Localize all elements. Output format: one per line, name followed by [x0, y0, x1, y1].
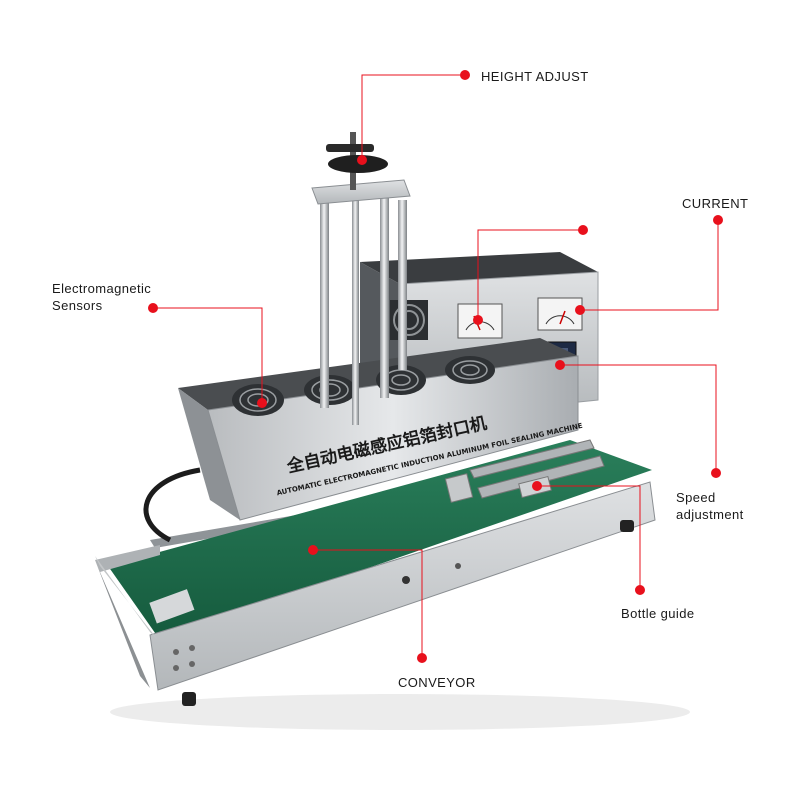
height-adjust-assembly: [311, 132, 411, 425]
foot: [182, 692, 196, 706]
voltage-meter: [537, 297, 583, 331]
speed-adjustment-label: Speed adjustment: [676, 489, 744, 523]
induction-head: 全自动电磁感应铝箔封口机 AUTOMATIC ELECTROMAGNETIC I…: [178, 338, 584, 521]
top-plate: [311, 179, 411, 205]
bottle-guide-label: Bottle guide: [621, 606, 695, 621]
callout-lines: [153, 74, 719, 658]
electromagnetic-sensors-label: Electromagnetic Sensors: [52, 280, 151, 314]
fan-icon: [304, 375, 356, 405]
current-label: CURRENT: [682, 196, 749, 211]
adjust-handle: [326, 144, 374, 152]
foot: [620, 520, 634, 532]
callout-dots: [148, 70, 723, 663]
height-adjust-label: HEIGHT ADJUST: [481, 69, 589, 84]
rear-fan-icon: [390, 300, 428, 340]
conveyor-frame: [95, 481, 656, 706]
frame-screw: [402, 576, 410, 584]
lead-screw: [352, 195, 359, 425]
conveyor-label: CONVEYOR: [398, 675, 476, 690]
frame-screw: [455, 563, 461, 569]
floor-shadow: [110, 694, 690, 730]
electromagnetic-sensors-line1: Electromagnetic: [52, 281, 152, 296]
handwheel-knob: [328, 155, 388, 173]
electromagnetic-sensors-line2: Sensors: [52, 298, 103, 313]
speed-adjustment-line2: adjustment: [676, 507, 744, 522]
conveyor-side-panel: [149, 481, 656, 691]
power-cable: [143, 467, 201, 543]
conveyor-belt: [108, 440, 652, 640]
speed-adjustment-line1: Speed: [676, 490, 716, 505]
fan-icon: [445, 356, 495, 384]
